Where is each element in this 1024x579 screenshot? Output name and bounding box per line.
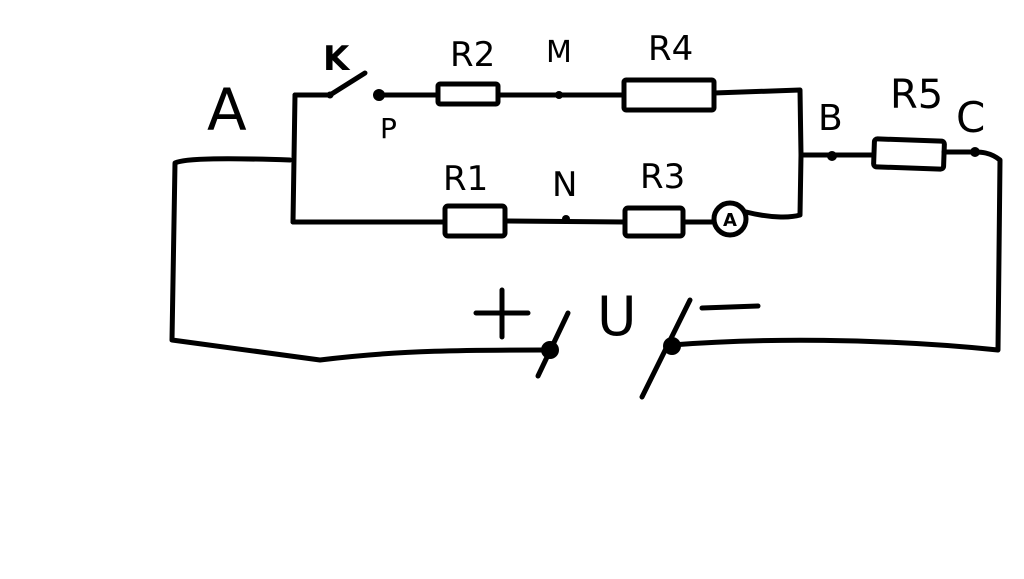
label-node-n: N: [552, 165, 577, 205]
bus-left: [290, 92, 298, 225]
switch-blade: [327, 70, 368, 98]
switch-pivot-dot: [326, 91, 334, 99]
label-ammeter: A: [723, 210, 737, 231]
wire-left-outer: [169, 156, 548, 363]
label-node-p: P: [380, 112, 397, 145]
plus-sign: [473, 287, 531, 340]
label-r1: R1: [443, 159, 488, 199]
node-n-dot: [562, 215, 570, 223]
label-node-a: A: [207, 76, 247, 144]
battery-terminal-positive: [541, 341, 559, 359]
node-m-dot: [555, 91, 563, 99]
label-r5: R5: [890, 72, 943, 118]
wire-top-4: [711, 87, 804, 158]
label-source-u: U: [597, 285, 637, 348]
wire-right-outer: [669, 149, 1003, 353]
node-b-dot: [827, 151, 837, 161]
label-switch-k: K: [323, 39, 351, 79]
resistor-r2: [435, 81, 501, 107]
label-r4: R4: [648, 29, 693, 69]
resistor-r4: [621, 77, 717, 113]
wire-bottom-4: [743, 152, 804, 220]
minus-sign: [699, 303, 761, 311]
node-p-dot: [373, 89, 385, 101]
node-c-dot: [970, 147, 980, 157]
resistor-r1: [442, 203, 508, 239]
battery-terminal-negative: [663, 337, 681, 355]
resistor-r5: [871, 136, 947, 172]
label-r3: R3: [640, 157, 685, 197]
resistor-r3: [622, 205, 686, 239]
ammeter: [711, 200, 749, 238]
label-node-c: C: [956, 93, 985, 142]
label-node-b: B: [818, 98, 843, 139]
label-r2: R2: [450, 35, 495, 75]
label-node-m: M: [546, 35, 572, 70]
